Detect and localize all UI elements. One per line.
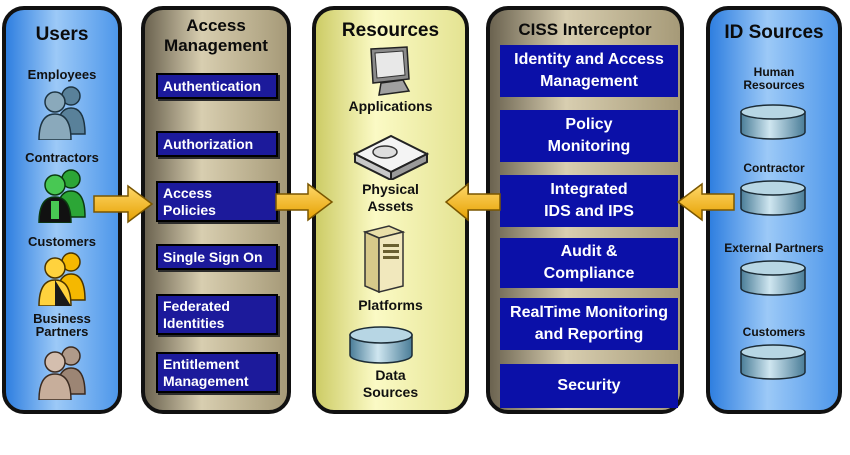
arrow-right-users-to-access	[93, 184, 154, 224]
ciss-item-integrated-ids-ips[interactable]: Integrated IDS and IPS	[500, 175, 678, 227]
group-label-contractors: Contractors	[25, 150, 99, 165]
platforms-icon	[362, 225, 406, 294]
group-label-employees: Employees	[27, 67, 97, 82]
id-source-label-external-partners: External Partners	[724, 241, 824, 255]
arrow-left-ciss-to-resources	[444, 182, 501, 222]
ciss-item-policy-monitoring[interactable]: Policy Monitoring	[500, 110, 678, 162]
business-partners-icon	[38, 346, 86, 400]
customers-db-icon	[740, 344, 806, 380]
employees-icon	[38, 86, 86, 140]
ciss-item-realtime-monitoring[interactable]: RealTime Monitoring and Reporting	[500, 298, 678, 350]
ciss-interceptor-title: CISS Interceptor	[518, 20, 652, 39]
applications-icon	[370, 46, 411, 96]
am-item-federated-identities[interactable]: Federated Identities	[156, 294, 278, 335]
group-label-customers: Customers	[28, 234, 96, 249]
resources-title: Resources	[341, 20, 440, 41]
access-management-title: Access Management	[164, 16, 268, 55]
resource-label-physical-assets: Physical Assets	[362, 181, 419, 214]
id-source-label-customers: Customers	[742, 325, 806, 339]
am-item-authorization[interactable]: Authorization	[156, 131, 278, 157]
ciss-item-identity-access-management[interactable]: Identity and Access Management	[500, 45, 678, 97]
ciss-item-security[interactable]: Security	[500, 364, 678, 408]
resource-label-applications: Applications	[348, 98, 433, 114]
data-sources-icon	[349, 326, 413, 364]
arrow-left-idsources-to-ciss	[676, 182, 735, 222]
id-source-label-contractor: Contractor	[743, 161, 805, 175]
am-item-single-sign-on[interactable]: Single Sign On	[156, 244, 278, 270]
contractors-icon	[38, 169, 86, 223]
ciss-item-audit-compliance[interactable]: Audit & Compliance	[500, 238, 678, 288]
external-partners-db-icon	[740, 260, 806, 296]
users-title: Users	[35, 24, 89, 45]
arrow-right-access-to-resources	[275, 182, 334, 222]
id-source-label-human-resources: Human Resources	[743, 65, 805, 92]
resource-label-data-sources: Data Sources	[362, 367, 419, 400]
human-resources-db-icon	[740, 104, 806, 140]
id-sources-title: ID Sources	[724, 22, 824, 43]
am-item-authentication[interactable]: Authentication	[156, 73, 278, 99]
group-label-business-partners: Business Partners	[33, 311, 91, 339]
contractor-db-icon	[740, 180, 806, 216]
am-item-access-policies[interactable]: Access Policies	[156, 181, 278, 222]
customers-icon	[38, 252, 86, 306]
am-item-entitlement-management[interactable]: Entitlement Management	[156, 352, 278, 393]
resource-label-platforms: Platforms	[358, 297, 423, 313]
physical-assets-icon	[352, 134, 430, 180]
